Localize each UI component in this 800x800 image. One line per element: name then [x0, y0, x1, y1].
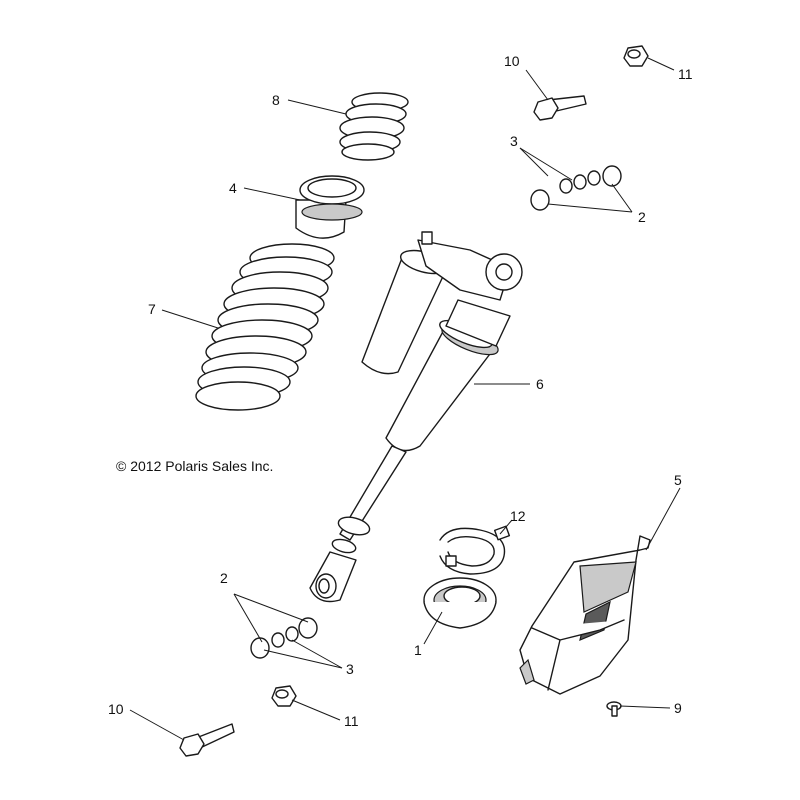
callouts: 8 4 7 6 10 11 3 2 5 12 1 9 2 3 10 11: [108, 53, 693, 729]
part-6-shock-absorber: [309, 231, 523, 603]
callout-1: 1: [414, 642, 422, 658]
callout-12: 12: [510, 508, 526, 524]
callout-3-top: 3: [510, 133, 518, 149]
part-1-spring-retainer: [423, 577, 497, 629]
callout-9: 9: [674, 700, 682, 716]
bottom-hardware: [179, 617, 318, 757]
callout-3-bottom: 3: [346, 661, 354, 677]
callout-8: 8: [272, 92, 280, 108]
part-7-main-spring: [195, 243, 335, 411]
part-9-screw: [606, 701, 622, 717]
callout-2-bottom: 2: [220, 570, 228, 586]
callout-10-top: 10: [504, 53, 520, 69]
part-4-spring-adapter: [295, 175, 365, 239]
callout-7: 7: [148, 301, 156, 317]
copyright-notice: © 2012 Polaris Sales Inc.: [116, 458, 273, 474]
callout-2-top: 2: [638, 209, 646, 225]
callout-11-bottom: 11: [344, 713, 359, 729]
leader-lines: [129, 57, 681, 741]
part-5-shock-guard: [519, 535, 651, 695]
callout-5: 5: [674, 472, 682, 488]
top-hardware: [530, 45, 649, 211]
callout-10-bottom: 10: [108, 701, 124, 717]
part-12-retaining-clip: [439, 525, 511, 575]
part-8-small-spring: [339, 92, 409, 161]
callout-6: 6: [536, 376, 544, 392]
callout-4: 4: [229, 180, 237, 196]
callout-11-top: 11: [678, 66, 693, 82]
